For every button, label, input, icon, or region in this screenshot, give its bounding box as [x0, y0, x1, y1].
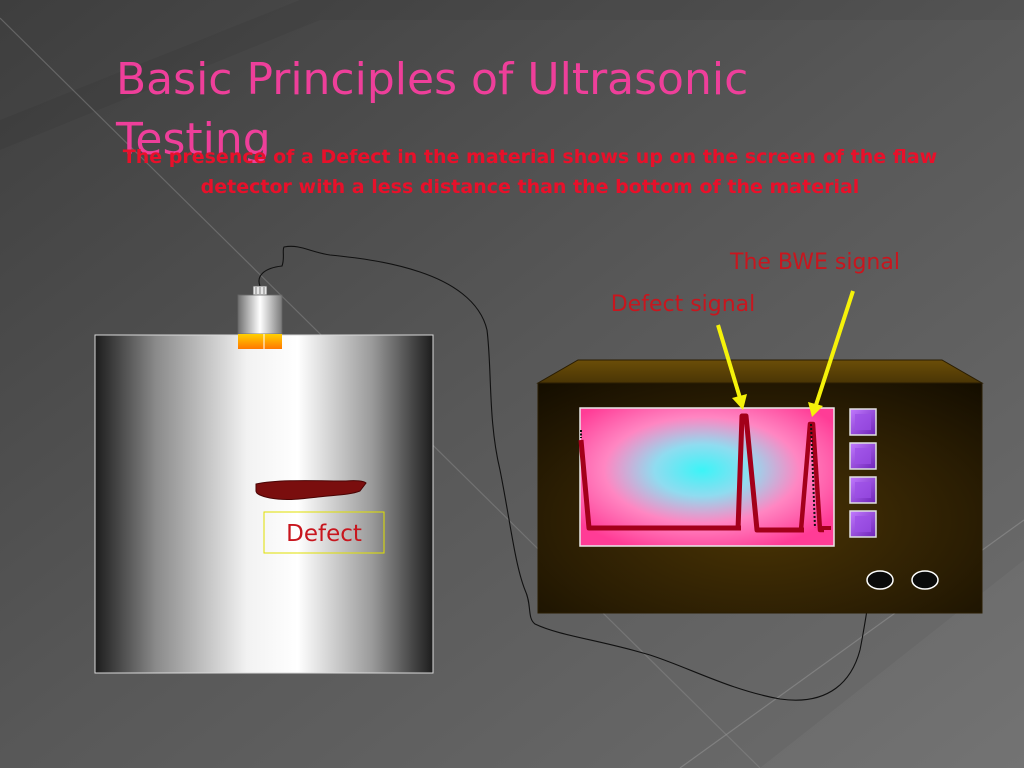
- defect-signal-arrow: [716, 324, 742, 399]
- detector-button[interactable]: [849, 476, 877, 504]
- defect-label-box: [263, 511, 385, 554]
- detector-button[interactable]: [849, 510, 877, 538]
- slide-description: The presence of a Defect in the material…: [122, 146, 938, 198]
- defect-signal-arrowhead: [732, 394, 747, 410]
- bg-diagonal-band: [0, 0, 1024, 150]
- flaw-detector: [536, 359, 984, 614]
- defect-label: Defect: [286, 521, 362, 547]
- defect-signal-trace: [735, 413, 804, 533]
- knob-icon[interactable]: [911, 570, 939, 590]
- bwe-signal-arrowhead: [808, 402, 823, 417]
- bwe-signal-arrow: [814, 290, 855, 406]
- bwe-gate-marker: [810, 423, 816, 529]
- test-block: [94, 334, 434, 674]
- defect-signal-label: Defect signal: [611, 292, 756, 317]
- detector-screen: [579, 407, 835, 547]
- initial-pulse-trace: [578, 439, 741, 531]
- knob-icon[interactable]: [866, 570, 894, 590]
- detector-button[interactable]: [849, 442, 877, 470]
- bwe-signal-label: The BWE signal: [729, 250, 900, 275]
- detector-button[interactable]: [849, 408, 877, 436]
- ultrasonic-probe-icon: [237, 285, 283, 349]
- defect-shape: [255, 480, 367, 501]
- probe-cable: [258, 245, 873, 701]
- slide-title: Basic Principles of Ultrasonic Testing: [116, 54, 749, 165]
